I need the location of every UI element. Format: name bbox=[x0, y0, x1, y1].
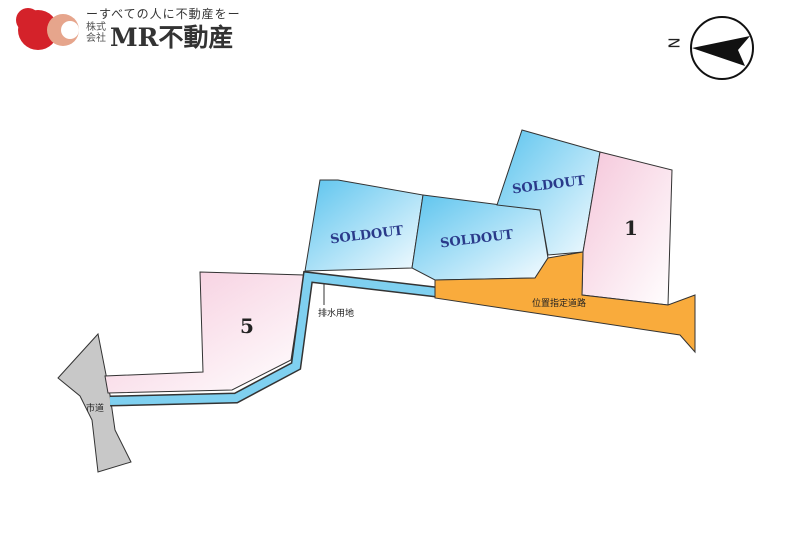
lot-1-label: 1 bbox=[624, 216, 638, 240]
logo-name: MR不動産 bbox=[110, 23, 234, 52]
logo-mark bbox=[16, 8, 79, 50]
lot-5-label: 5 bbox=[240, 314, 254, 338]
designated-road bbox=[434, 251, 696, 354]
logo-corp-type: 株式会社 bbox=[86, 22, 106, 44]
north-arrow-icon bbox=[690, 16, 754, 80]
city-road-label: 市道 bbox=[86, 404, 105, 414]
designated-road-label: 位置指定道路 bbox=[532, 299, 587, 309]
compass-label: N bbox=[664, 37, 683, 49]
city-road bbox=[57, 332, 132, 473]
logo-tagline: ーすべての人に不動産をー bbox=[86, 7, 241, 21]
lot-soldout-a bbox=[304, 179, 424, 272]
drainage-label: 排水用地 bbox=[318, 309, 355, 319]
